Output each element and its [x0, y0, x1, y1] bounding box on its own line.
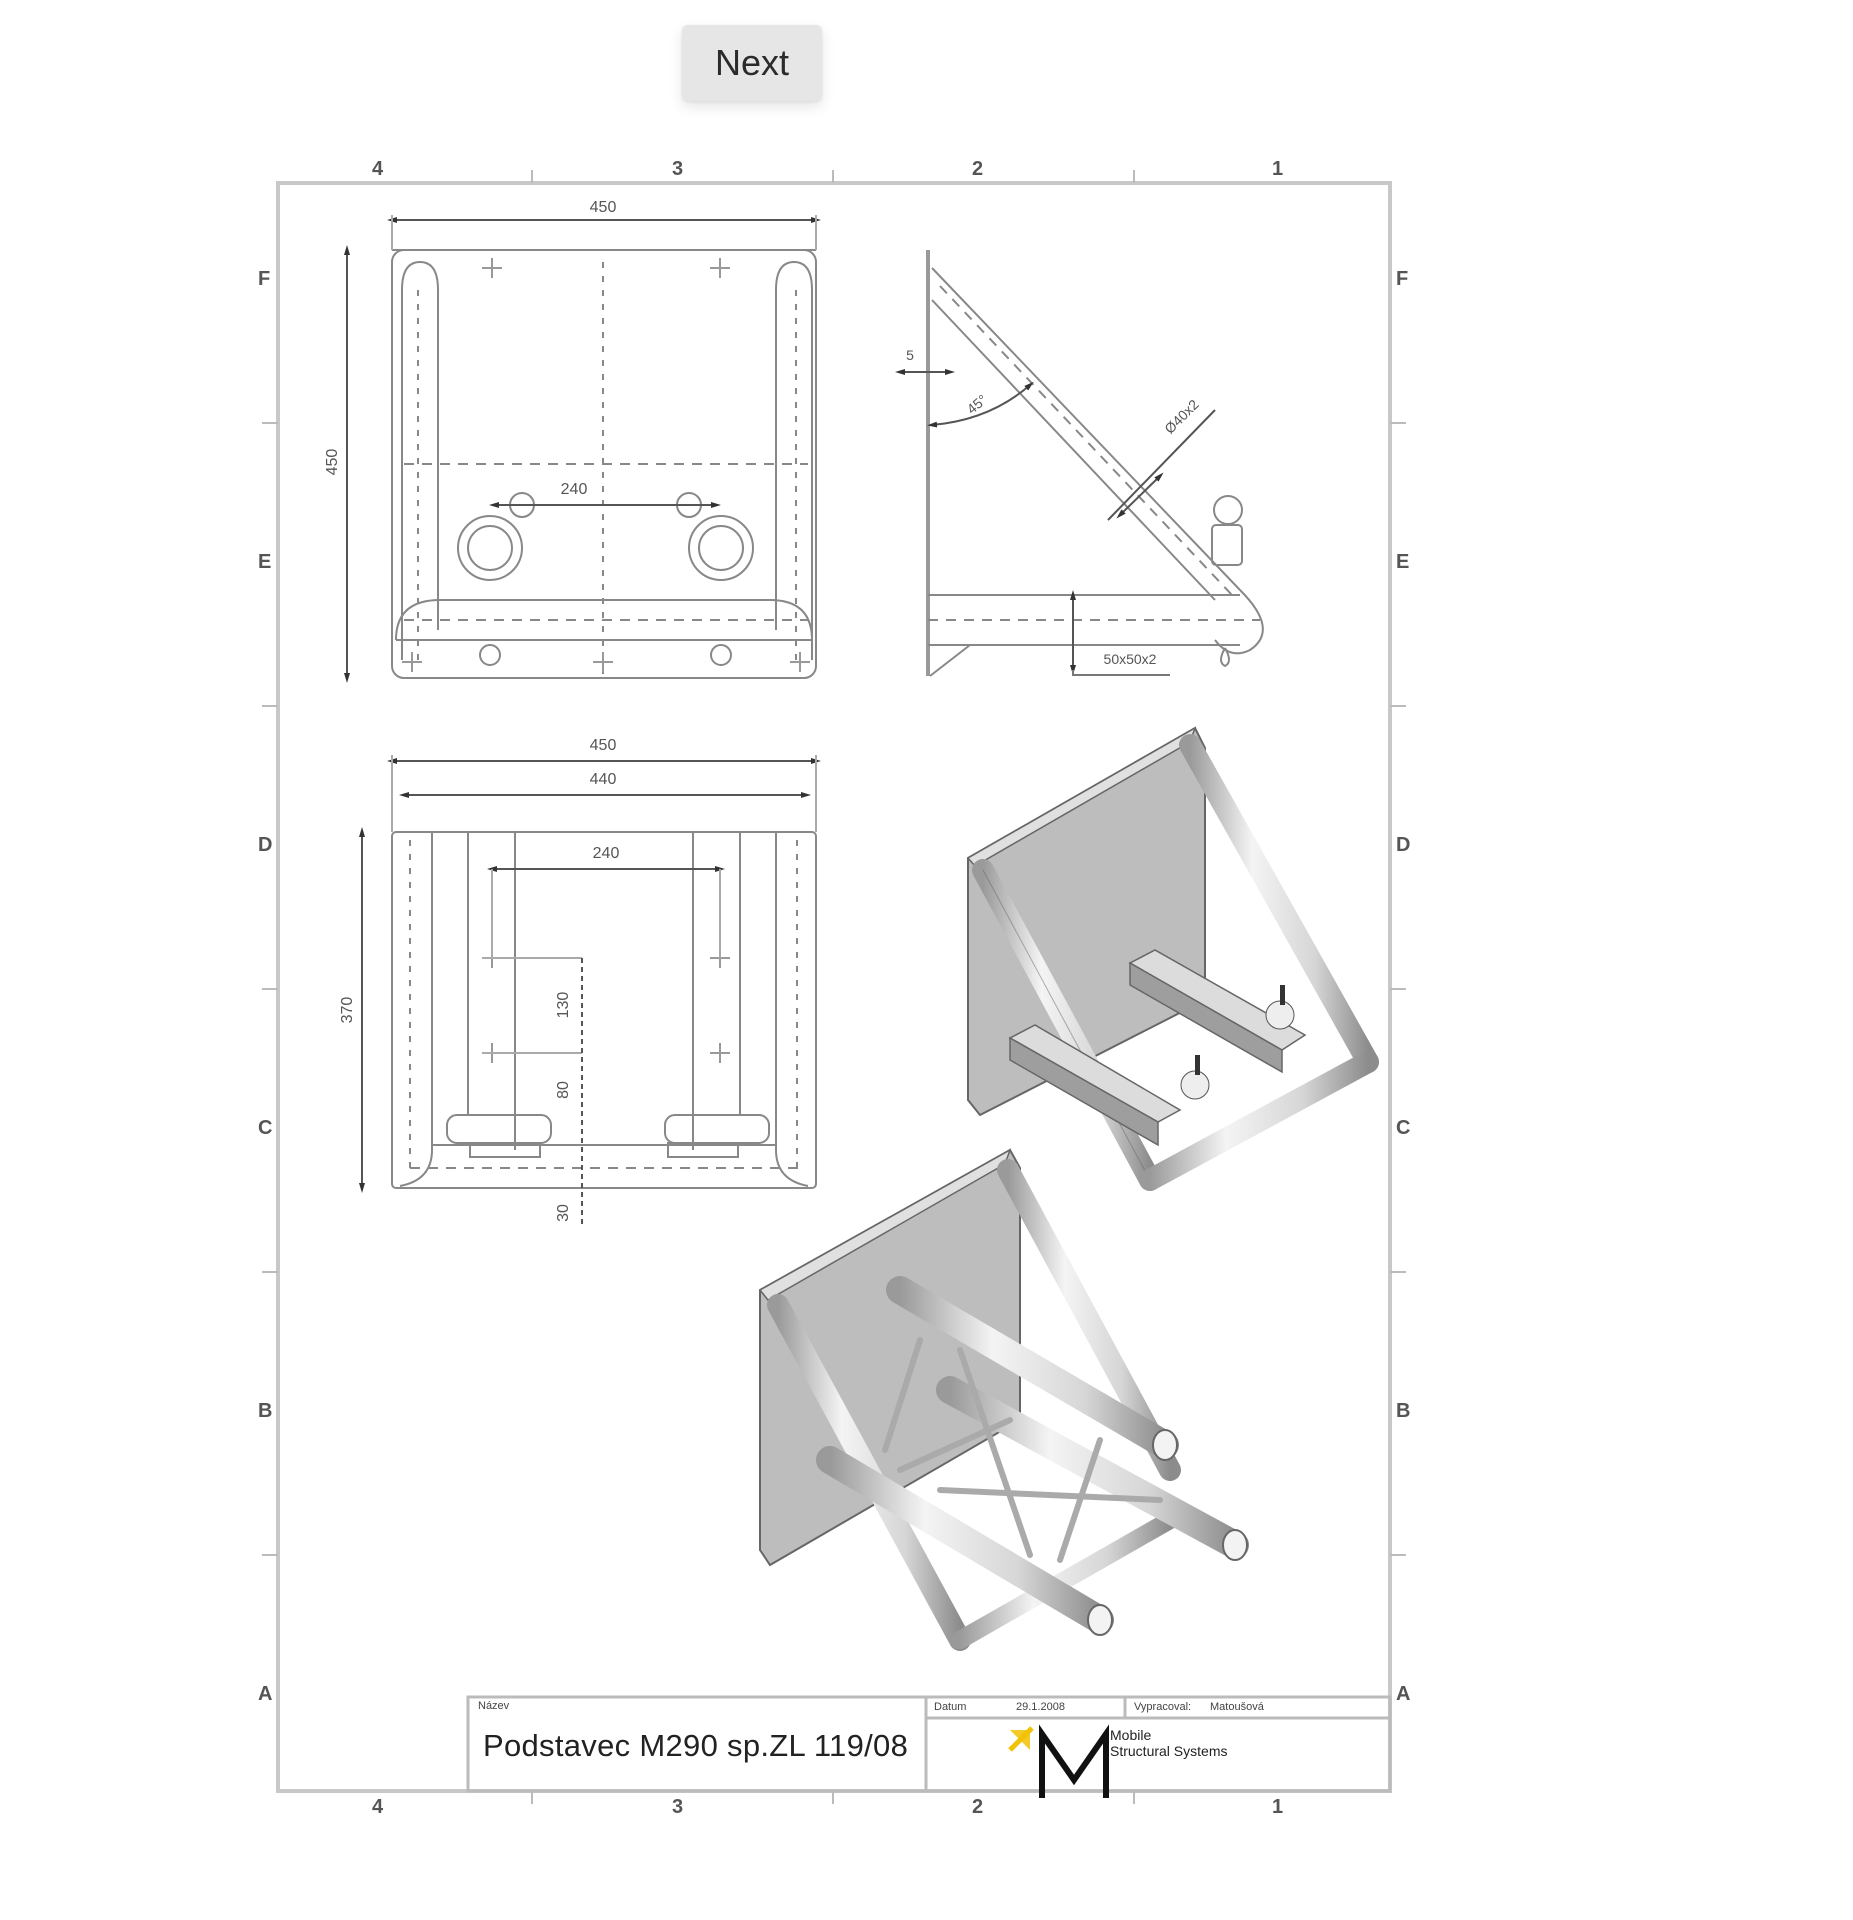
zone-col-top-2: 2: [972, 158, 984, 180]
top-clamp-dim: 240: [593, 845, 620, 862]
company-logo: [1008, 1724, 1109, 1798]
front-width-dim: 450: [590, 199, 617, 216]
zone-col-bottom-2: 2: [972, 1796, 984, 1818]
top-view: [359, 755, 821, 1228]
zone-col-bottom-3: 3: [672, 1796, 684, 1818]
side-view: [895, 250, 1264, 677]
side-thickness-dim: 5: [906, 347, 914, 363]
top-depth-dim: 370: [339, 997, 356, 1024]
zone-col-top-4: 4: [372, 158, 384, 180]
title-name-label: Název: [478, 1700, 510, 1712]
front-view: [344, 215, 821, 683]
next-button[interactable]: Next: [682, 25, 822, 101]
zone-row-right-D: D: [1396, 834, 1411, 856]
company-name-line1: Mobile: [1110, 1727, 1152, 1743]
drawing-title: Podstavec M290 sp.ZL 119/08: [483, 1728, 909, 1763]
author-value: Matoušová: [1210, 1701, 1264, 1713]
zone-row-right-F: F: [1396, 268, 1409, 290]
top-offset-dim: 30: [555, 1204, 572, 1222]
zone-col-bottom-1: 1: [1272, 1796, 1284, 1818]
zone-row-right-C: C: [1396, 1117, 1411, 1139]
isometric-truss-view: [758, 1148, 1249, 1651]
zone-row-right-B: B: [1396, 1400, 1411, 1422]
zone-col-top-1: 1: [1272, 158, 1284, 180]
zone-row-left-B: B: [258, 1400, 273, 1422]
zone-row-left-E: E: [258, 551, 272, 573]
date-value: 29.1.2008: [1016, 1701, 1065, 1713]
date-label: Datum: [934, 1701, 967, 1713]
top-outer-width-dim: 450: [590, 737, 617, 754]
title-block: [466, 1695, 1392, 1793]
zone-row-left-C: C: [258, 1117, 273, 1139]
zone-row-right-E: E: [1396, 551, 1410, 573]
front-clamp-dim: 240: [561, 481, 588, 498]
zone-row-left-F: F: [258, 268, 271, 290]
top-hole-dim-1: 130: [555, 992, 572, 1019]
isometric-bracket-view: [966, 726, 1379, 1191]
zone-col-bottom-4: 4: [372, 1796, 384, 1818]
company-name-line2: Structural Systems: [1110, 1743, 1228, 1759]
zone-row-right-A: A: [1396, 1683, 1411, 1705]
top-inner-width-dim: 440: [590, 771, 617, 788]
zone-row-left-D: D: [258, 834, 273, 856]
front-height-dim: 450: [324, 449, 341, 476]
zone-row-left-A: A: [258, 1683, 273, 1705]
top-hole-dim-2: 80: [555, 1081, 572, 1099]
author-label: Vypracoval:: [1134, 1701, 1192, 1713]
zone-col-top-3: 3: [672, 158, 684, 180]
side-profile-dim: 50x50x2: [1104, 651, 1157, 667]
